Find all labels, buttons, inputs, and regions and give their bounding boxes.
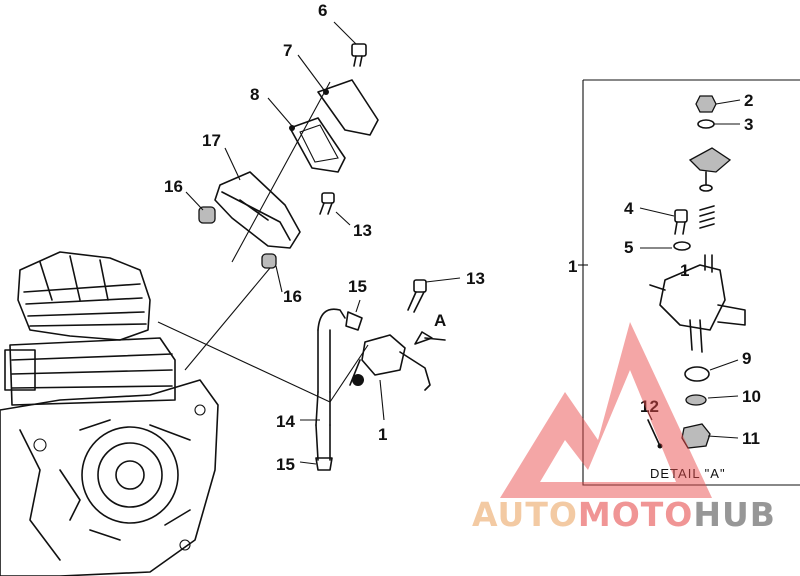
callout-labels: 1 1 1 2 3 4 5 6 7 8 9 10 11 12 13 13 14 …: [164, 1, 761, 481]
callout-12: 12: [640, 397, 659, 416]
watermark-moto: MOTO: [578, 495, 693, 534]
callout-1-cock: 1: [378, 425, 387, 444]
callout-14: 14: [276, 412, 295, 431]
engine-block-drawing: [0, 251, 219, 576]
callout-6: 6: [318, 1, 327, 20]
gasket-part: [317, 79, 379, 136]
view-arrow-label: A: [434, 311, 446, 330]
callout-3: 3: [744, 115, 753, 134]
callout-1-inner: 1: [680, 261, 689, 280]
callout-7: 7: [283, 41, 292, 60]
callout-2: 2: [744, 91, 753, 110]
cap-part-lower: [261, 253, 277, 269]
callout-10: 10: [742, 387, 761, 406]
callout-1-detail: 1: [568, 257, 577, 276]
bolt-part-upper: [319, 192, 335, 215]
plate-gasket-part: [289, 117, 346, 173]
callout-4: 4: [624, 199, 634, 218]
svg-text:AUTOMOTOHUB: AUTOMOTOHUB: [472, 495, 776, 534]
callout-15-upper: 15: [348, 277, 367, 296]
watermark-auto: AUTO: [472, 495, 578, 534]
callout-13-lower: 13: [466, 269, 485, 288]
callout-16-lower: 16: [283, 287, 302, 306]
screw-part: [351, 43, 367, 67]
detail-a-label: DETAIL "A": [650, 466, 726, 481]
detail-parts: [647, 95, 746, 449]
watermark-triangle: [500, 322, 712, 498]
callout-13-upper: 13: [353, 221, 372, 240]
callout-9: 9: [742, 349, 751, 368]
callout-5: 5: [624, 238, 633, 257]
watermark-hub: HUB: [693, 495, 776, 534]
guide-lines: [157, 81, 369, 403]
cover-part: [214, 171, 301, 249]
callout-11: 11: [742, 429, 760, 448]
cap-part-upper: [198, 206, 216, 224]
callout-16-upper: 16: [164, 177, 183, 196]
detail-a-frame: [578, 79, 800, 486]
leader-lines: [185, 21, 741, 465]
watermark-logo: AUTOMOTOHUB: [472, 322, 776, 534]
callout-17: 17: [202, 131, 221, 150]
callout-8: 8: [250, 85, 259, 104]
callout-15-lower: 15: [276, 455, 295, 474]
